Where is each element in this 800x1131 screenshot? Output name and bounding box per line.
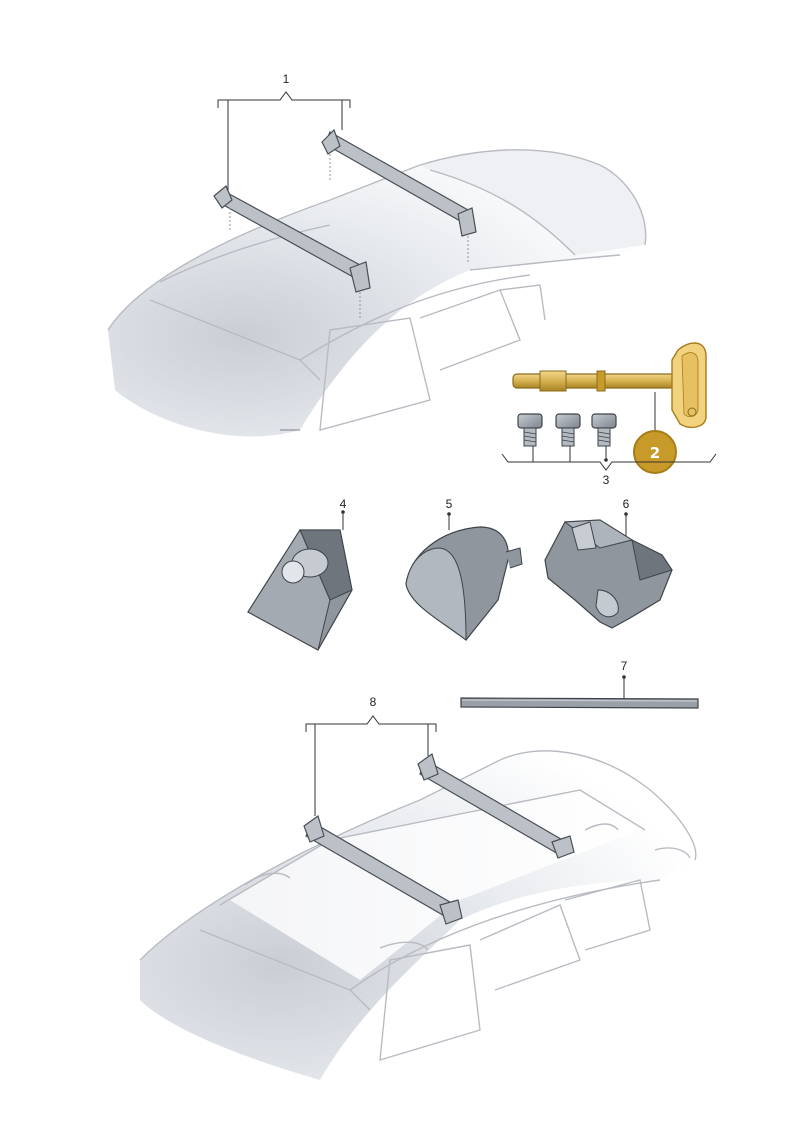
- bolt-2: [555, 413, 581, 447]
- callout-2-badge: 2: [633, 430, 677, 474]
- bolt-1: [517, 413, 543, 447]
- part-5-end-cap: [405, 512, 523, 642]
- part-3-bolts: [517, 413, 617, 462]
- callout-8-bracket: [305, 715, 437, 816]
- callout-6: 6: [623, 497, 630, 511]
- callout-2: 2: [650, 444, 660, 462]
- estate-car-illustration: [139, 750, 697, 1080]
- part-2-tool: [512, 342, 707, 430]
- callout-1-bracket: [217, 91, 351, 190]
- callout-4: 4: [340, 497, 347, 511]
- roof-rack-bars-estate: [303, 753, 575, 925]
- bolt-3: [591, 413, 617, 447]
- callout-3: 3: [603, 473, 610, 487]
- callout-7: 7: [621, 659, 628, 673]
- part-7-seal-strip: [460, 675, 699, 709]
- sedan-car-illustration: [107, 149, 647, 437]
- callout-1: 1: [283, 72, 290, 86]
- roof-rack-bars-sedan: [213, 128, 477, 320]
- callout-5: 5: [446, 497, 453, 511]
- callout-3-bracket: [501, 453, 717, 471]
- part-6-foot-mount: [544, 512, 673, 629]
- callout-8: 8: [370, 695, 377, 709]
- part-4-cap-with-lock: [247, 510, 353, 651]
